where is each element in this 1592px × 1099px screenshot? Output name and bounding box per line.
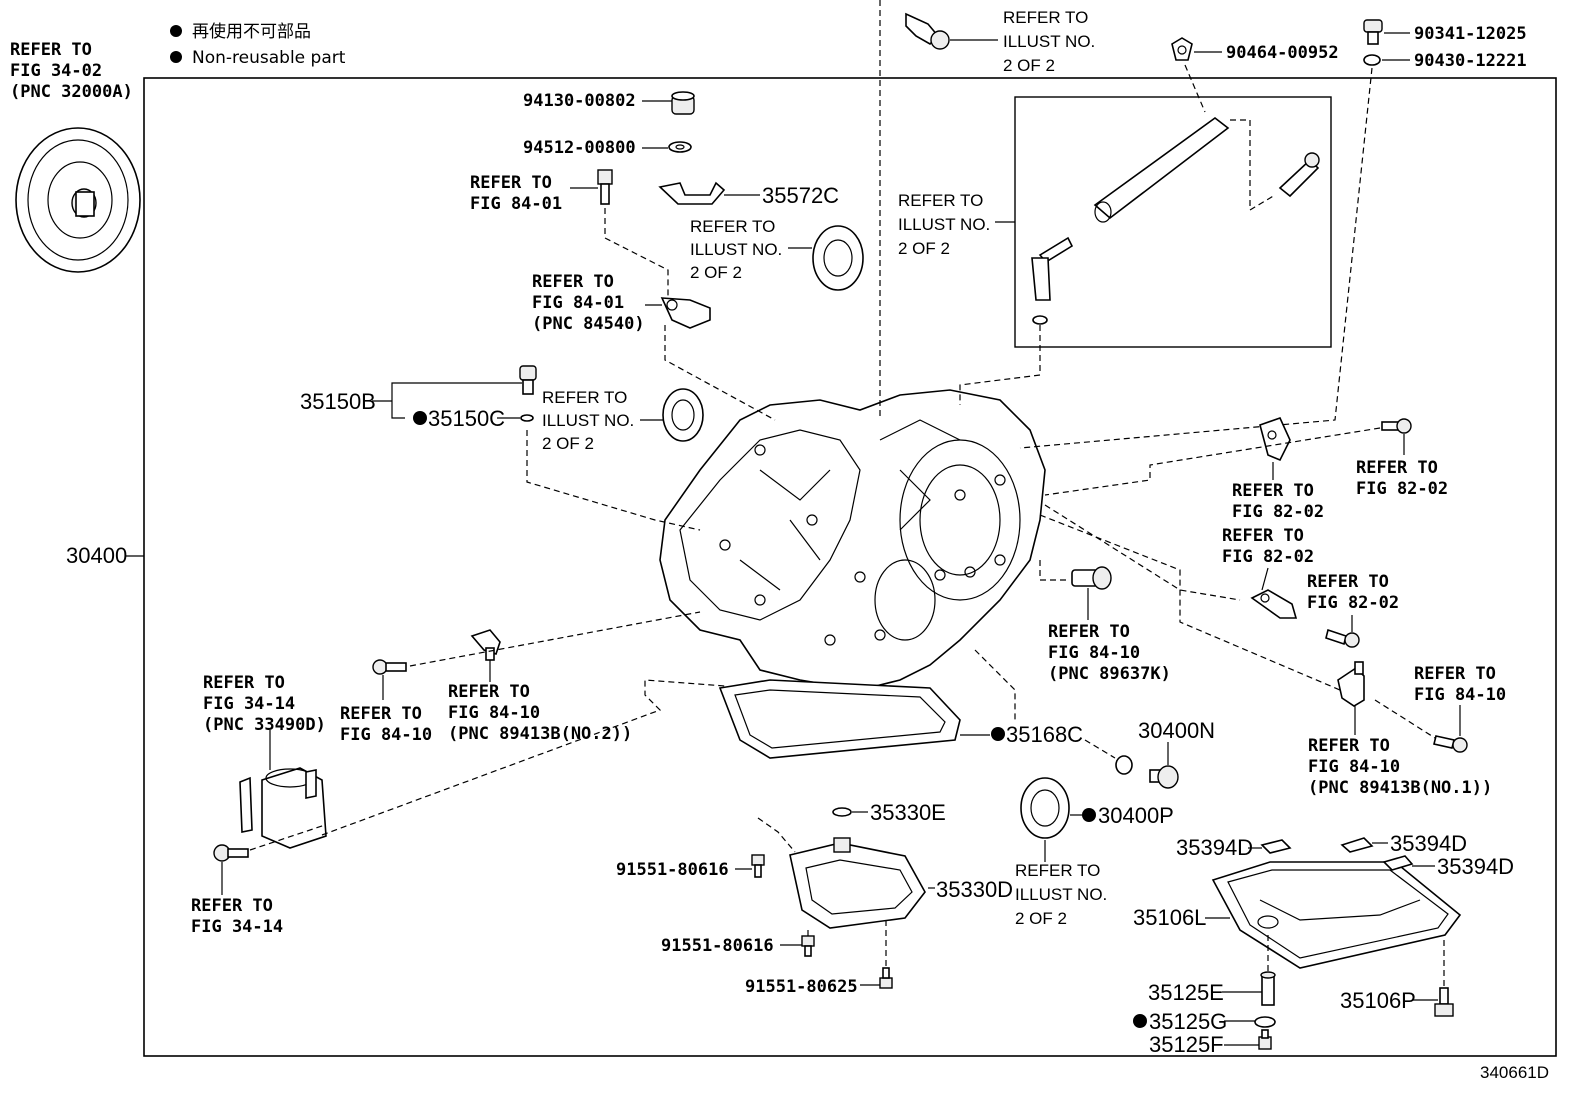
label-35394d-a: 35394D [1176, 835, 1253, 860]
legend-japanese: 再使用不可部品 [192, 21, 311, 42]
bolt-fig-82-02-d [1325, 628, 1360, 648]
oil-seal-b [662, 388, 704, 442]
bolt-91551-80616-a [751, 854, 765, 878]
non-reusable-bullet-icon [1133, 1014, 1147, 1028]
oil-cooler-33490d [239, 767, 327, 849]
label-35572c: 35572C [762, 183, 839, 208]
bracket-fig-82-02-a [1259, 417, 1291, 462]
bolt-illust-top [905, 12, 950, 50]
bolt-35106p [1434, 987, 1454, 1017]
part-30400p-seal [1020, 777, 1070, 839]
label-refer-illust-mid: REFER TO ILLUST NO. 2 OF 2 [898, 191, 995, 258]
part-90464-00952 [1171, 37, 1193, 61]
label-35150b: 35150B [300, 389, 376, 414]
non-reusable-bullet-icon [1082, 808, 1096, 822]
label-35330d: 35330D [936, 877, 1013, 902]
non-reusable-bullet-icon [170, 25, 182, 37]
legend-english: Non-reusable part [192, 48, 346, 68]
non-reusable-bullet-icon [991, 727, 1005, 741]
magnet-35394d-a [1260, 839, 1292, 854]
label-30400: 30400 [66, 543, 127, 568]
bolt-fig-82-02-b [1381, 418, 1412, 434]
torque-converter [15, 127, 141, 273]
speed-sensor-89637k [1071, 566, 1112, 590]
label-94130-00802: 94130-00802 [523, 91, 636, 111]
label-refer-fig-82-02-a: REFER TO FIG 82-02 [1232, 481, 1324, 522]
label-refer-fig-84-10-e: REFER TO FIG 84-10 (PNC 89413B(NO.2)) [448, 682, 632, 744]
part-35330e-oring [832, 807, 852, 817]
transaxle-case [659, 389, 1046, 759]
drain-plug-35125e [1260, 971, 1276, 1006]
part-30400n [1149, 765, 1179, 789]
bolt-fig-84-10-b [372, 659, 407, 675]
cooler-pipe [1031, 117, 1320, 301]
bolt-91551-80625 [879, 967, 893, 989]
label-refer-illust-b: REFER TO ILLUST NO. 2 OF 2 [542, 388, 639, 453]
label-35394d-b: 35394D [1390, 831, 1467, 856]
bolt-fig-34-14 [213, 844, 249, 862]
part-90341-12025 [1363, 19, 1383, 45]
label-35106p: 35106P [1340, 988, 1416, 1013]
label-refer-fig-84-10-a: REFER TO FIG 84-10 (PNC 89637K) [1048, 622, 1171, 684]
bracket-fig-82-02-c [1250, 589, 1298, 619]
label-91551-80625: 91551-80625 [745, 977, 858, 997]
magnet-35394d-c [1382, 855, 1414, 871]
label-30400n: 30400N [1138, 718, 1215, 743]
label-refer-fig-84-01-b: REFER TO FIG 84-01 (PNC 84540) [532, 272, 645, 334]
label-refer-fig-34-02: REFER TO FIG 34-02 (PNC 32000A) [10, 40, 133, 102]
cooler-pipe-inset [1014, 96, 1332, 348]
label-refer-fig-84-10-d: REFER TO FIG 84-10 [1414, 664, 1506, 705]
label-35125e: 35125E [1148, 980, 1224, 1005]
bolt-fig-84-01 [597, 169, 613, 205]
label-refer-illust-top: REFER TO ILLUST NO. 2 OF 2 [1003, 8, 1100, 75]
label-35125f: 35125F [1149, 1032, 1224, 1057]
label-35106l: 35106L [1133, 905, 1206, 930]
part-35572c [658, 181, 726, 205]
label-refer-fig-84-10-c: REFER TO FIG 84-10 (PNC 89413B(NO.1)) [1308, 736, 1492, 798]
shift-lever-84540 [660, 297, 711, 329]
part-30400-washer [1115, 755, 1133, 775]
label-refer-fig-82-02-b: REFER TO FIG 82-02 [1356, 458, 1448, 499]
part-94512-00800 [668, 141, 692, 153]
label-refer-fig-34-14-b: REFER TO FIG 34-14 [191, 896, 283, 937]
label-35125g: 35125G [1149, 1009, 1227, 1034]
part-35150b-plug [519, 365, 537, 395]
label-35168c: 35168C [1006, 722, 1083, 747]
label-refer-fig-84-01-a: REFER TO FIG 84-01 [470, 173, 562, 214]
bolt-fig-84-10-d [1433, 735, 1468, 753]
label-91551-80616-b: 91551-80616 [661, 936, 774, 956]
part-35150c-oring [520, 414, 534, 422]
gasket-35125g [1254, 1016, 1276, 1028]
label-30400p: 30400P [1098, 803, 1174, 828]
magnet-35394d-b [1340, 837, 1374, 853]
label-refer-fig-82-02-c: REFER TO FIG 82-02 [1222, 526, 1314, 567]
label-35330e: 35330E [870, 800, 946, 825]
label-35394d-c: 35394D [1437, 854, 1514, 879]
figure-code: 340661D [1480, 1063, 1549, 1082]
label-35150c: 35150C [428, 406, 505, 431]
label-refer-fig-82-02-d: REFER TO FIG 82-02 [1307, 572, 1399, 613]
label-refer-fig-84-10-b: REFER TO FIG 84-10 [340, 704, 432, 745]
label-91551-80616-a: 91551-80616 [616, 860, 729, 880]
label-90464-00952: 90464-00952 [1226, 43, 1339, 63]
assembly-frame [143, 77, 1557, 1057]
part-90430-12221 [1363, 54, 1381, 66]
non-reusable-bullet-icon [413, 411, 427, 425]
oil-pan-35106l [1211, 861, 1462, 969]
part-94130-00802 [671, 91, 695, 115]
label-refer-fig-34-14-a: REFER TO FIG 34-14 (PNC 33490D) [203, 673, 326, 735]
label-90430-12221: 90430-12221 [1414, 51, 1527, 71]
plug-35125f [1258, 1029, 1272, 1050]
bolt-91551-80616-b [801, 935, 815, 957]
label-refer-illust-c: REFER TO ILLUST NO. 2 OF 2 [1015, 861, 1112, 928]
label-90341-12025: 90341-12025 [1414, 24, 1527, 44]
oil-strainer-35330d [789, 837, 926, 929]
speed-sensor-89413b-no1 [1337, 661, 1365, 707]
label-94512-00800: 94512-00800 [523, 138, 636, 158]
oil-seal-a [812, 225, 864, 291]
label-refer-illust-a: REFER TO ILLUST NO. 2 OF 2 [690, 217, 787, 282]
speed-sensor-89413b-no2 [470, 629, 501, 661]
non-reusable-bullet-icon [170, 51, 182, 63]
